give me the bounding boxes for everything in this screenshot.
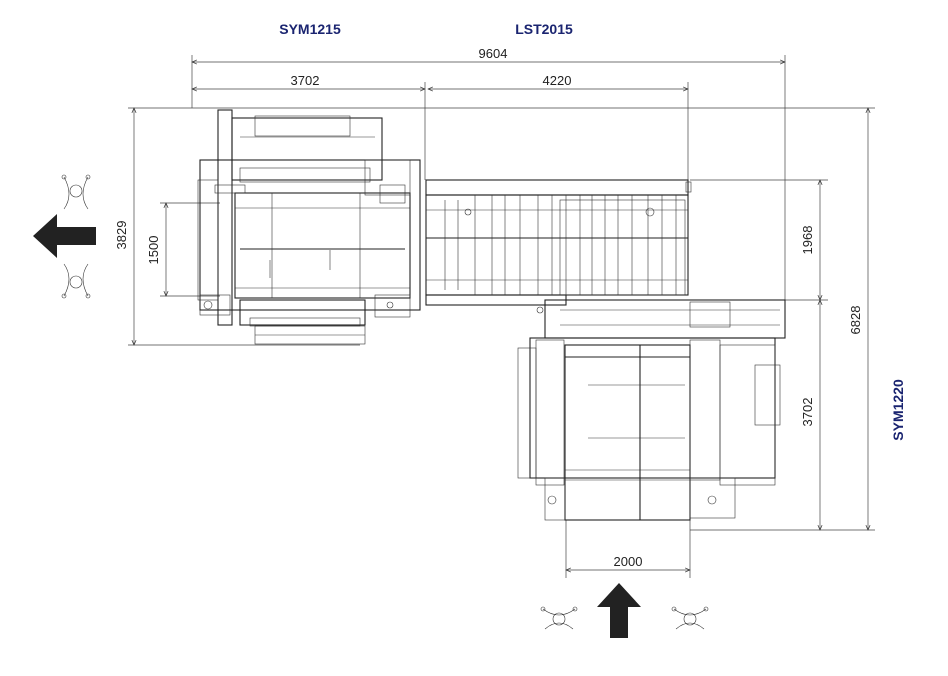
dim-text-9604: 9604 [479, 46, 508, 61]
operator-icon [61, 174, 91, 210]
dim-text-3829: 3829 [114, 221, 129, 250]
flow-arrow-left-icon [33, 214, 96, 258]
dim-total-width: 9604 [192, 46, 785, 300]
operator-icon [671, 606, 709, 630]
dim-text-1500: 1500 [146, 236, 161, 265]
dim-bottom-width: 2000 [566, 520, 690, 578]
label-lst2015: LST2015 [515, 21, 573, 37]
dim-right-height: 3702 [800, 300, 820, 530]
dim-text-6828: 6828 [848, 306, 863, 335]
dim-middle-width: 4220 [428, 73, 688, 185]
operator-icon [540, 606, 578, 630]
operator-icon [61, 263, 91, 299]
dim-text-1968: 1968 [800, 226, 815, 255]
machine-sym1220-drawing [517, 299, 786, 521]
machine-sym1215-drawing [197, 109, 421, 345]
dim-left-height: 3829 [114, 108, 420, 345]
dim-left-width: 3702 [192, 73, 425, 180]
label-sym1215: SYM1215 [279, 21, 341, 37]
dim-text-2000: 2000 [614, 554, 643, 569]
dim-middle-height: 1968 [690, 180, 828, 300]
flow-arrow-up-icon [597, 583, 641, 638]
dim-total-height: 6828 [420, 108, 875, 530]
label-sym1220: SYM1220 [890, 379, 906, 441]
machine-lst2015-drawing [425, 179, 692, 306]
dim-text-3702-top: 3702 [291, 73, 320, 88]
dim-text-4220: 4220 [543, 73, 572, 88]
dim-text-3702-right: 3702 [800, 398, 815, 427]
dim-left-inner-height: 1500 [146, 203, 220, 296]
